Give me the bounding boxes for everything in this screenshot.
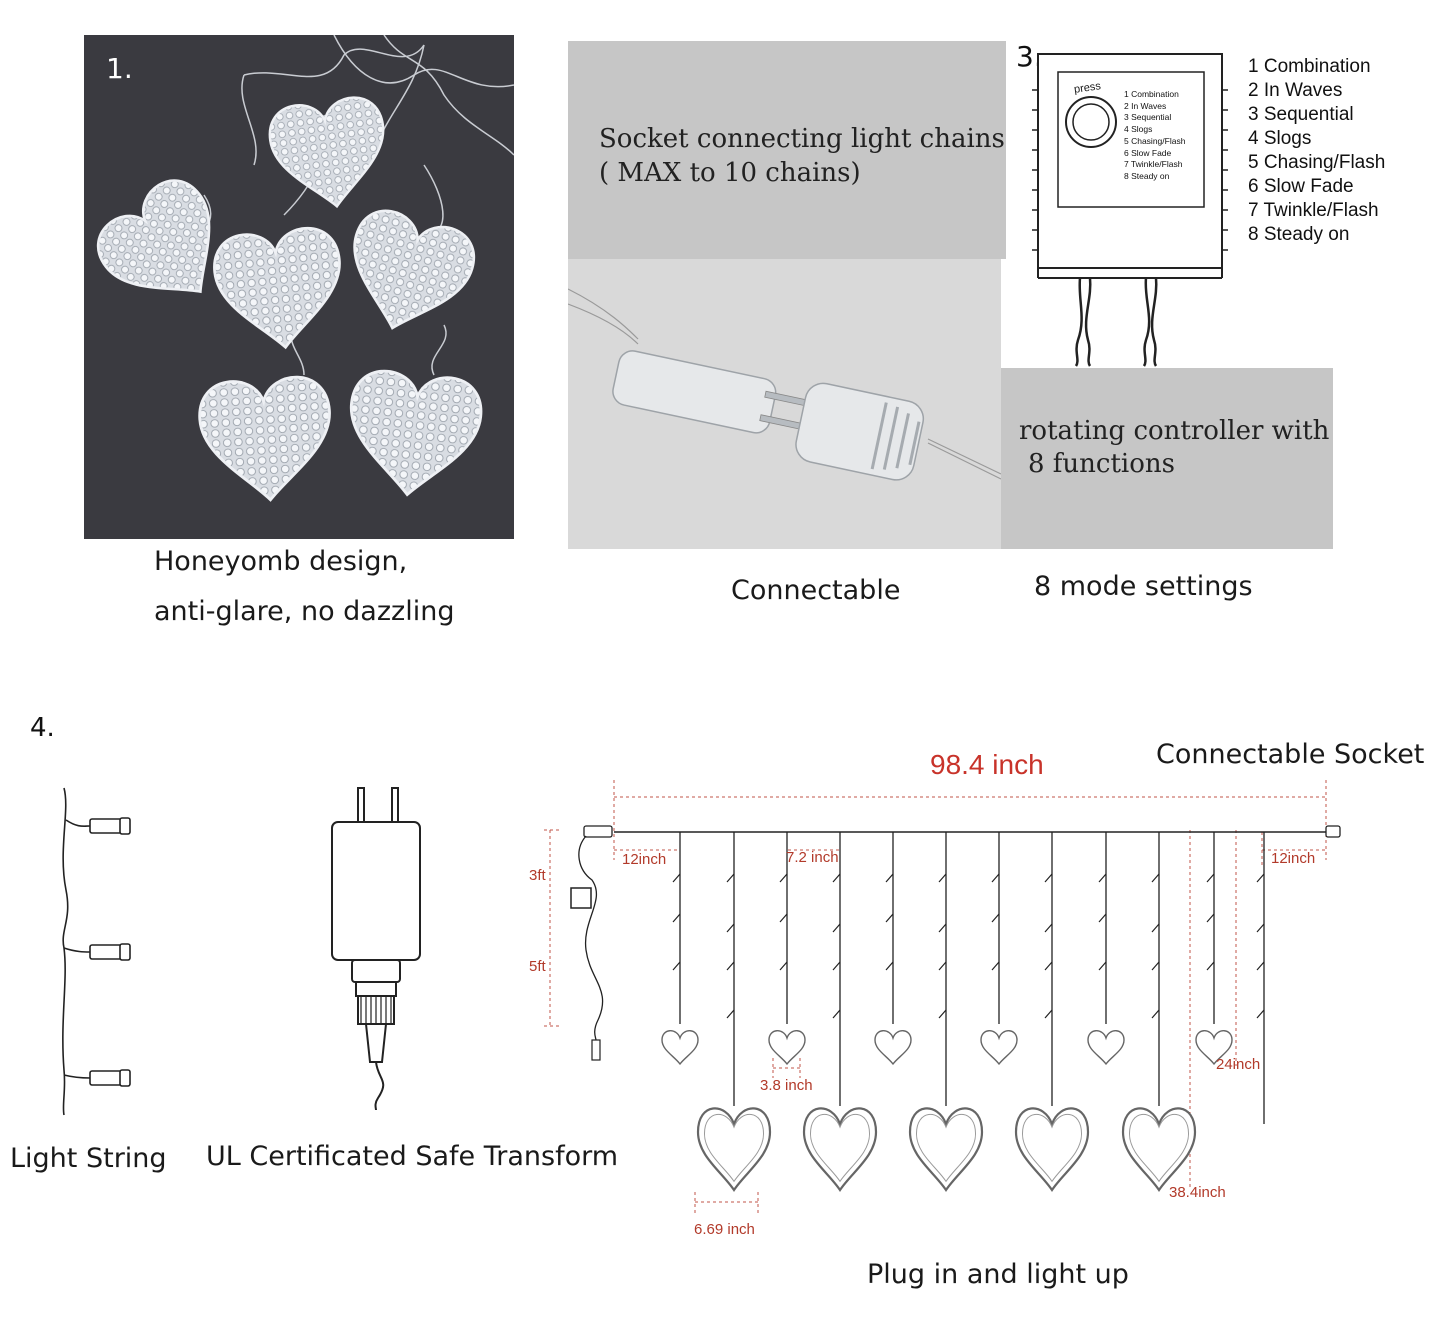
controller-mode-7: 7 Twinkle/Flash <box>1124 159 1183 170</box>
short-drop-dimension: 24inch <box>1216 1056 1261 1073</box>
large-heart-dimension: 6.69 inch <box>694 1221 755 1238</box>
light-string-drawing <box>50 780 150 1120</box>
right-gap-dimension: 12inch <box>1271 850 1316 867</box>
plug-connector-illustration <box>568 288 1001 481</box>
connector-title-line2: ( MAX to 10 chains) <box>599 158 861 188</box>
connector-title-box <box>568 41 1006 259</box>
honeycomb-caption-line1: Honeyomb design, <box>154 546 408 577</box>
mode-item: 3 Sequential <box>1248 104 1354 125</box>
controller-note-line2: 8 functions <box>1028 449 1175 479</box>
mode-item: 6 Slow Fade <box>1248 176 1354 197</box>
controller-drawing <box>1030 50 1230 368</box>
controller-mode-3: 3 Sequential <box>1124 112 1172 123</box>
connector-photo <box>568 259 1001 549</box>
long-drop-dimension: 38.4inch <box>1169 1184 1226 1201</box>
mode-item: 5 Chasing/Flash <box>1248 152 1386 173</box>
controller-mode-5: 5 Chasing/Flash <box>1124 135 1186 146</box>
light-string-outline <box>62 787 131 1116</box>
mode-item: 1 Combination <box>1248 56 1371 77</box>
mode-list: 1 Combination 2 In Waves 3 Sequential 4 … <box>1248 55 1385 247</box>
connector-title-line1: Socket connecting light chains <box>599 124 1005 154</box>
mode-item: 7 Twinkle/Flash <box>1248 200 1379 221</box>
mode-item: 2 In Waves <box>1248 80 1343 101</box>
width-dimension-label: 98.4 inch <box>930 749 1044 780</box>
controller-mode-1: 1 Combination <box>1124 89 1179 99</box>
controller-mode-list: 1 Combination 2 In Waves 3 Sequential 4 … <box>1124 89 1185 183</box>
controller-note-box <box>1001 368 1333 549</box>
controller-box-outline <box>1032 53 1228 367</box>
curtain-diagram-graphic <box>544 780 1341 1214</box>
curtain-dimension-diagram <box>520 770 1380 1250</box>
cord-top-dimension: 3ft <box>529 867 546 884</box>
transformer-caption: UL Certificated Safe Transform <box>206 1141 619 1172</box>
small-heart-dimension: 3.8 inch <box>760 1077 813 1094</box>
heart-lights-illustration <box>84 35 514 506</box>
controller-mode-2: 2 In Waves <box>1124 100 1167 111</box>
honeycomb-caption-line2: anti-glare, no dazzling <box>154 596 455 627</box>
mode-item: 8 Steady on <box>1248 224 1350 245</box>
honeycomb-photo <box>84 35 514 539</box>
plug-in-caption: Plug in and light up <box>867 1259 1129 1290</box>
mode-settings-caption: 8 mode settings <box>1034 571 1253 602</box>
spacing-dimension: 7.2 inch <box>786 849 839 866</box>
transformer-outline <box>331 787 421 1111</box>
controller-note-line1: rotating controller with <box>1019 416 1330 446</box>
mode-item: 4 Slogs <box>1248 128 1312 149</box>
panel4-number: 4. <box>30 713 55 743</box>
transformer-drawing <box>320 780 430 1111</box>
controller-mode-4: 4 Slogs <box>1124 124 1153 135</box>
controller-mode-6: 6 Slow Fade <box>1124 147 1172 158</box>
connectable-caption: Connectable <box>731 575 901 606</box>
controller-mode-8: 8 Steady on <box>1124 170 1170 181</box>
light-string-caption: Light String <box>10 1143 167 1174</box>
panel1-number: 1. <box>106 52 133 85</box>
connectable-socket-label: Connectable Socket <box>1156 739 1425 770</box>
cord-bottom-dimension: 5ft <box>529 958 546 975</box>
left-gap-dimension: 12inch <box>622 851 667 868</box>
